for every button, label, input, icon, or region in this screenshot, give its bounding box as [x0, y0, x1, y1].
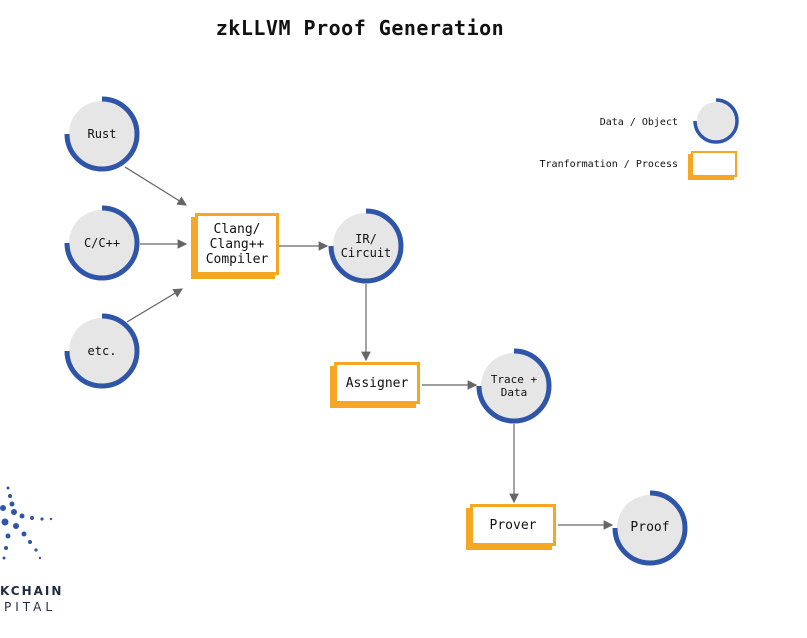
circle-shape [693, 98, 739, 144]
node-proof-label: Proof [630, 520, 670, 535]
legend-transformation-label: Tranformation / Process [539, 159, 678, 170]
node-rust: Rust [64, 96, 140, 172]
node-rust-label: Rust [87, 127, 117, 141]
legend-data-object-symbol [693, 98, 739, 144]
node-etc: etc. [64, 313, 140, 389]
circle-shape [328, 208, 404, 284]
circle-shape [64, 96, 140, 172]
logo-text-line2: PITAL [4, 600, 57, 614]
node-ir-circuit: IR/Circuit [328, 208, 404, 284]
node-trace-data: Trace +Data [476, 348, 552, 424]
circle-shape [64, 313, 140, 389]
diagram-title: zkLLVM Proof Generation [215, 16, 505, 40]
node-compiler: Clang/Clang++Compiler [195, 213, 279, 275]
node-proof: Proof [612, 490, 688, 566]
node-assigner: Assigner [334, 362, 420, 404]
logo-text-line1: KCHAIN [0, 584, 64, 598]
node-cpp-label: C/C++ [83, 236, 121, 250]
node-prover-label: Prover [489, 517, 537, 533]
circle-shape [64, 205, 140, 281]
circle-shape [476, 348, 552, 424]
node-cpp: C/C++ [64, 205, 140, 281]
node-ir-circuit-label: IR/Circuit [340, 232, 392, 260]
node-prover: Prover [470, 504, 556, 546]
company-logo-icon [0, 486, 53, 560]
node-assigner-label: Assigner [345, 375, 409, 391]
legend-data-object-label: Data / Object [599, 117, 678, 128]
edge-etc-compiler [126, 288, 184, 323]
edge-rust-compiler [124, 166, 188, 206]
circle-shape [612, 490, 688, 566]
legend-transformation-symbol [691, 151, 737, 177]
node-trace-data-label: Trace +Data [490, 373, 538, 399]
node-etc-label: etc. [87, 344, 117, 358]
node-compiler-label: Clang/Clang++Compiler [205, 221, 269, 267]
